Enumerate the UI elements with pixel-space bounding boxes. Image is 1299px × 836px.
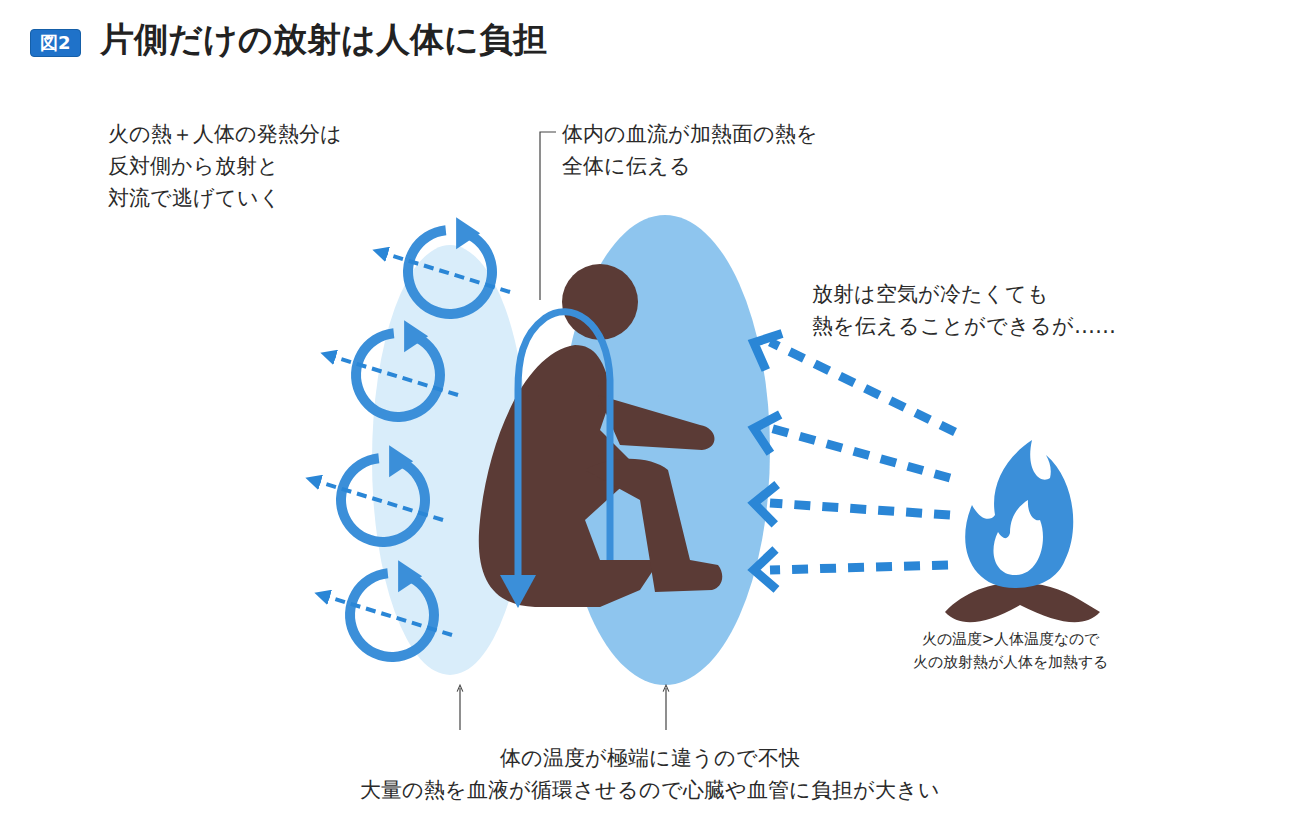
blood-flow-arrow: [518, 312, 610, 585]
convection-head: [389, 445, 413, 477]
blood-flow-head: [500, 575, 536, 608]
convection-swirl: [351, 328, 445, 422]
pointer-arrow: [665, 688, 666, 730]
convection-swirl: [345, 568, 439, 662]
radiation-ray: [770, 503, 950, 515]
note: 体の温度が極端に違うので不快 大量の熱を血液が循環させるので心臓や血管に負担が大…: [290, 742, 1010, 806]
convection-head: [456, 217, 480, 249]
convection-swirl: [336, 453, 430, 547]
person-arm: [598, 395, 715, 450]
leader-line: [540, 132, 556, 300]
note: 火の熱＋人体の発熱分は 反対側から放射と 対流で逃げていく: [108, 118, 358, 214]
radiation-chevron: [749, 409, 780, 453]
convection-head: [404, 320, 428, 352]
note: 体内の血流が加熱面の熱を 全体に伝える: [562, 118, 834, 182]
convection-swirl: [403, 225, 497, 319]
note: 放射は空気が冷たくても 熱を伝えることができるが……: [812, 278, 1130, 342]
convection-group: [313, 217, 510, 662]
flame-core: [993, 500, 1043, 575]
radiation-ray: [770, 565, 948, 570]
radiation-chevron: [753, 483, 777, 524]
radiation-out-arrow: [380, 252, 510, 292]
radiation-chevron: [753, 549, 776, 590]
radiation-out-arrow: [328, 355, 458, 395]
convection-head: [398, 560, 422, 592]
person-leg: [585, 459, 722, 592]
figure-number: 図2: [30, 29, 81, 57]
flame: [965, 440, 1073, 588]
radiation-chevron: [746, 325, 782, 370]
firewood: [945, 583, 1100, 623]
pointer-arrow: [459, 688, 460, 730]
person-head: [562, 264, 638, 340]
person-figure: [479, 264, 722, 607]
radiation-ray: [770, 342, 955, 432]
radiation-ray: [770, 428, 950, 478]
radiation-out-arrow: [322, 595, 452, 635]
note: 火の温度>人体温度なので 火の放射熱が人体を加熱する: [898, 628, 1123, 674]
radiation-group: [746, 325, 955, 590]
campfire: [945, 440, 1100, 622]
radiation-out-arrow: [313, 480, 443, 520]
title: 片側だけの放射は人体に負担: [100, 17, 547, 63]
